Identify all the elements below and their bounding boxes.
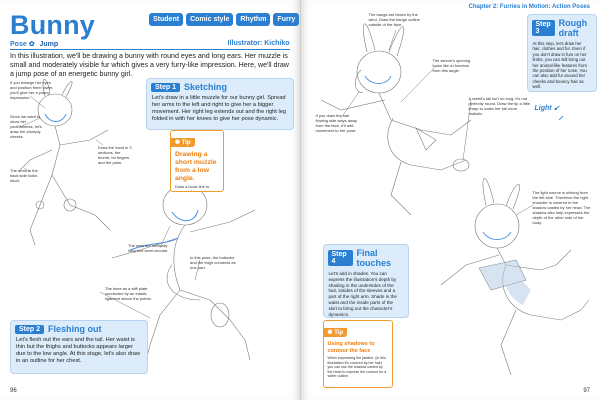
annotation-ears: The ears are vertically long and semi-ci… (128, 243, 169, 253)
pose-star-icon: ✿ (28, 41, 35, 48)
tag-rhythm: Rhythm (236, 13, 271, 26)
illustrator-credit: Illustrator: Kichiko (227, 40, 290, 47)
tag-furry: Furry (273, 13, 300, 26)
tip2-text: When expressing the jawline, (in this il… (327, 356, 387, 378)
left-page: Bunny Student Comic style Rhythm Furry P… (10, 0, 301, 400)
annotation-hair: If you draw the hair flowing side ways a… (315, 113, 358, 133)
light-label: Light ↙ (535, 104, 560, 112)
sketch-illustration-final (320, 23, 589, 376)
annotation-sleeve: The sleeve's opening looks like a rhombu… (432, 58, 471, 73)
step4-header: Step 4 Final touches (324, 245, 408, 269)
annotation-hand: Draw the hand in 3 sections, the thumb, … (98, 145, 132, 165)
step3-body: At this step, let's draw her hair, cloth… (532, 41, 587, 90)
page-number-left: 96 (10, 388, 17, 394)
tag-student: Student (149, 13, 184, 26)
intro-paragraph: In this illustration, we'll be drawing a… (10, 52, 289, 78)
tip1-label: ✺ Tip (171, 138, 195, 147)
pose-value: Jump (39, 41, 59, 48)
step4-title: Final touches (356, 248, 392, 268)
light-label-text: Light (534, 105, 552, 112)
step2-title: Fleshing out (48, 324, 102, 334)
tip1-box: ✺ Tip Drawing a short muzzle from a low … (170, 130, 224, 192)
step1-label: Step 1 (151, 82, 181, 92)
tip-lamp-icon: ✺ (327, 330, 333, 336)
annotation-arms: The arms in the back side looks short. (10, 168, 38, 183)
tip2-label-text: Tip (334, 330, 344, 336)
tip2-label: ✺ Tip (323, 328, 348, 337)
step4-box: Step 4 Final touches Let's add in shades… (322, 244, 409, 318)
right-page: Chapter 2: Furries in Motion: Action Pos… (300, 0, 600, 400)
step1-body: Let's draw in a little muzzle for our bu… (152, 95, 287, 122)
step4-body: Let's add in shades. You can express the… (328, 271, 397, 317)
step2-header: Step 2 Fleshing out (11, 321, 147, 335)
step2-box: Step 2 Fleshing out Let's flesh out the … (10, 320, 148, 374)
tip2-box: ✺ Tip Using shadows to contour the face … (322, 320, 393, 388)
annotation-cheeks: Since we want to show her youthfulness, … (10, 114, 42, 139)
step1-header: Step 1 Sketching (147, 79, 293, 93)
annotation-light: The light source is shining from the lef… (532, 190, 591, 225)
step3-header: Step 3 Rough draft (528, 15, 596, 39)
step3-box: Step 3 Rough draft At this step, let's d… (526, 14, 597, 92)
light-arrow-icon: ↙ (553, 105, 560, 112)
step4-label: Step 4 (327, 250, 353, 266)
tip1-text: Draw a loose line to connect the muzzle,… (175, 184, 210, 192)
step1-box: Step 1 Sketching Let's draw in a little … (146, 78, 294, 130)
chapter-heading: Chapter 2: Furries in Motion: Action Pos… (468, 4, 590, 10)
tip1-title: Drawing a short muzzle from a low angle. (175, 151, 217, 182)
tip2-title: Using shadows to contour the face (327, 341, 375, 354)
page-title: Bunny (10, 10, 95, 40)
step2-label: Step 2 (15, 324, 45, 334)
annotation-tail: A rabbit's tail isn't so long. It's not … (468, 96, 531, 116)
pose-label: Pose ✿ Jump (10, 40, 58, 48)
annotation-knee: The knee as a stiff plate connected by a… (105, 286, 152, 301)
tip-lamp-icon: ✺ (175, 140, 181, 146)
step3-title: Rough draft (558, 18, 588, 38)
step1-title: Sketching (184, 82, 228, 92)
annotation-buttocks: In this pose, the buttocks and the thigh… (190, 255, 236, 270)
pose-label-text: Pose (10, 41, 27, 48)
tip1-label-text: Tip (181, 140, 191, 146)
step3-label: Step 3 (531, 20, 555, 36)
header-divider (10, 49, 290, 50)
annotation-eyes: If you enlarge her eyes and position the… (10, 80, 54, 100)
page-number-right: 97 (583, 388, 590, 394)
tag-comic-style: Comic style (186, 13, 234, 26)
annotation-bangs: The bangs are blown by the wind. Draw th… (368, 12, 420, 27)
step2-body: Let's flesh out the ears and the tail. H… (16, 337, 141, 364)
tag-list: Student Comic style Rhythm Furry (149, 13, 300, 26)
